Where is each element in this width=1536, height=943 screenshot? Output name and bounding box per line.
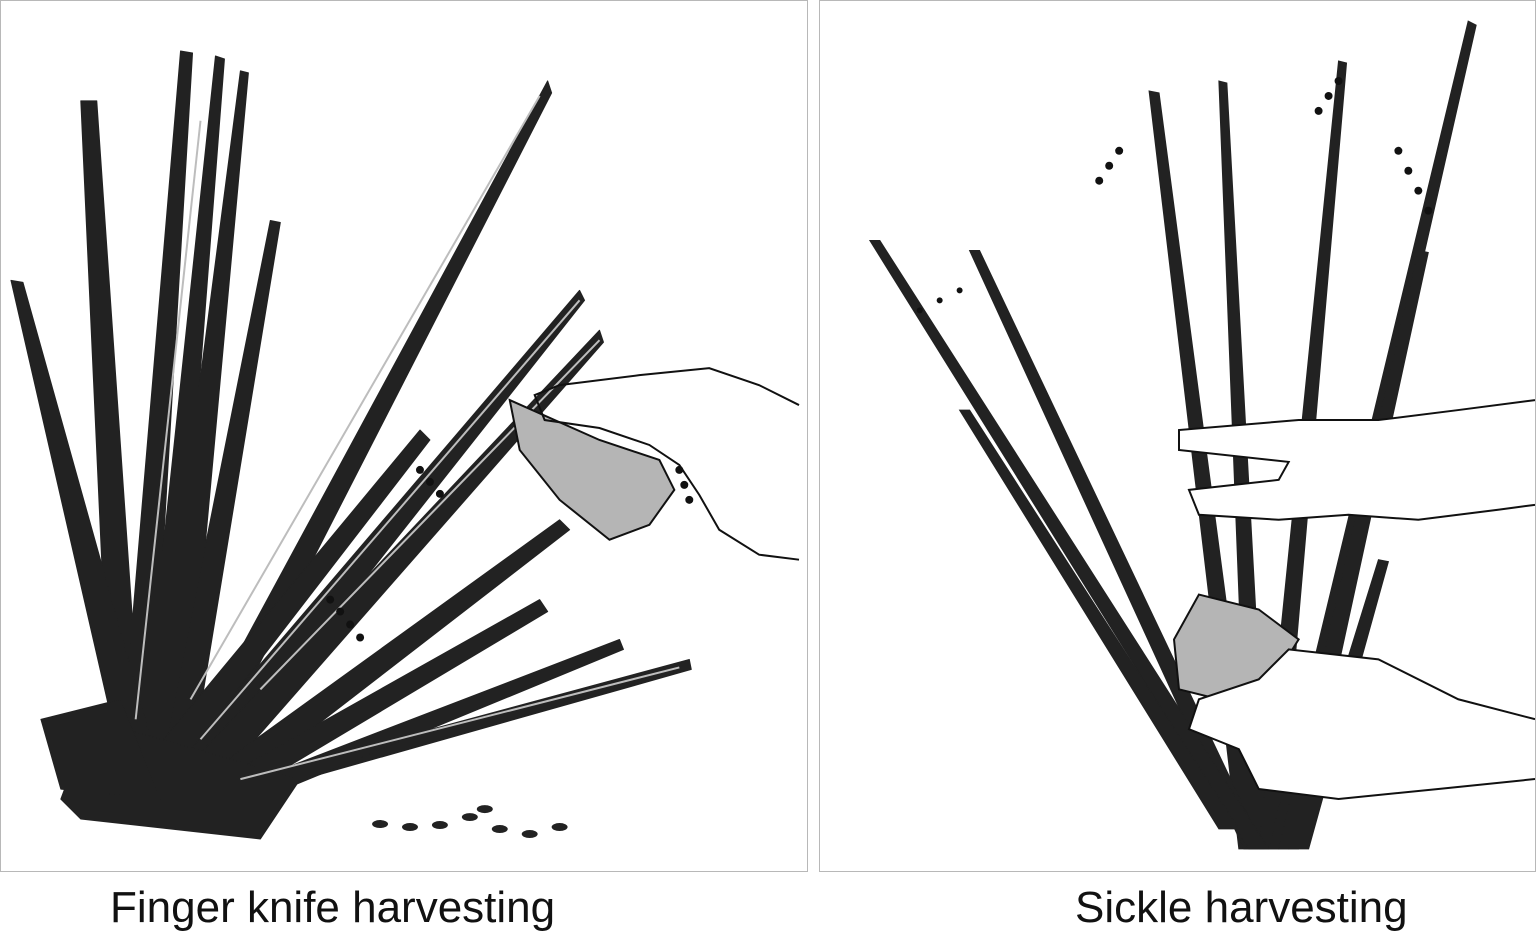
fallen-grains bbox=[372, 805, 568, 839]
lower-hand-icon bbox=[1187, 648, 1535, 800]
sickle-caption: Sickle harvesting bbox=[1075, 883, 1408, 932]
upper-hand-icon bbox=[1177, 399, 1535, 521]
rice-stalks-illustration bbox=[868, 20, 1477, 850]
hand-with-sickle-illustration bbox=[1172, 399, 1535, 800]
sickle-panel bbox=[819, 0, 1536, 872]
finger-knife-icon bbox=[508, 398, 676, 541]
leaf-highlights bbox=[134, 95, 680, 781]
stalk-leaves bbox=[868, 20, 1477, 850]
finger-knife-panel bbox=[0, 0, 808, 872]
hand-outline-icon bbox=[533, 367, 800, 561]
rice-plant-illustration bbox=[10, 50, 694, 840]
panicle-grains bbox=[916, 77, 1433, 314]
hand-with-finger-knife-illustration bbox=[508, 367, 800, 561]
finger-knife-caption: Finger knife harvesting bbox=[110, 883, 556, 932]
